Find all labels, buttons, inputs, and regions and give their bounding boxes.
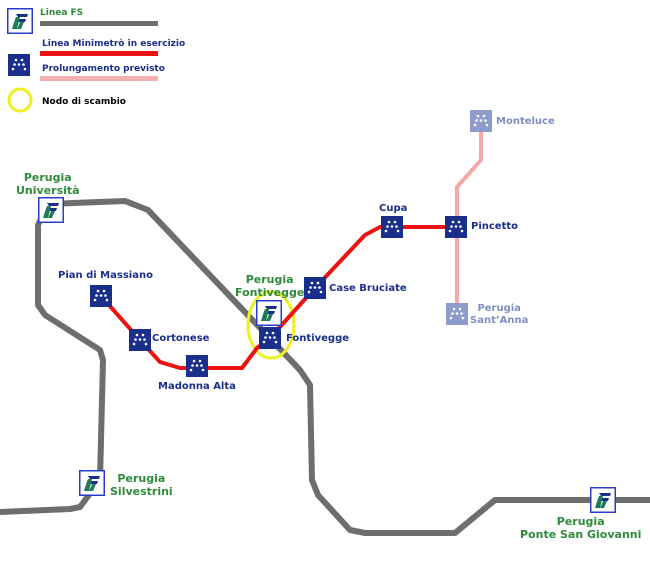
- fs-station-ponte-label: Perugia Ponte San Giovanni: [520, 515, 641, 541]
- mm-station-fontivegge-icon[interactable]: [259, 327, 281, 349]
- mm-station-cupa-icon[interactable]: [381, 216, 403, 238]
- label-line2: Silvestrini: [110, 485, 173, 498]
- label-line1: Perugia: [477, 303, 521, 314]
- legend-extension-line: [40, 76, 158, 81]
- minimetro-line: [99, 225, 457, 370]
- mm-station-fontivegge-label: Fontivegge: [286, 333, 350, 344]
- extension-line: [455, 121, 483, 315]
- label-line1: Perugia: [245, 273, 294, 286]
- legend-fs-line: [40, 21, 158, 26]
- planned-station-monteluce-label: Monteluce: [496, 116, 555, 127]
- legend-minimetro-label: Linea Minimetrò in esercizio: [42, 39, 186, 49]
- fs-station-silvestrini-label: Perugia Silvestrini: [110, 472, 173, 498]
- legend-fs-label: Linea FS: [40, 8, 84, 18]
- legend-extension-label: Prolungamento previsto: [42, 64, 165, 74]
- mm-station-cupa-label: Cupa: [379, 203, 408, 214]
- planned-station-santanna-icon[interactable]: [446, 303, 468, 325]
- mm-station-pincetto-icon[interactable]: [445, 216, 467, 238]
- label-line2: Fontivegge: [235, 286, 305, 299]
- label-line1: Perugia: [556, 515, 605, 528]
- legend-interchange-label: Nodo di scambio: [42, 97, 126, 107]
- planned-station-santanna-label: Perugia Sant’Anna: [470, 303, 528, 327]
- mm-station-case-label: Case Bruciate: [329, 283, 407, 294]
- label-line2: Università: [16, 184, 80, 197]
- fs-station-silvestrini-icon[interactable]: [79, 470, 105, 496]
- mm-station-pian-label: Pian di Massiano: [58, 270, 153, 281]
- legend-interchange-icon: [7, 87, 33, 113]
- mm-station-cortonese-label: Cortonese: [152, 333, 210, 344]
- mm-station-madonna-icon[interactable]: [186, 355, 208, 377]
- fs-station-universita-icon[interactable]: [38, 197, 64, 223]
- fs-station-ponte-icon[interactable]: [590, 487, 616, 513]
- fs-railway-line: [0, 198, 650, 536]
- legend-minimetro-line: [40, 51, 158, 56]
- planned-station-monteluce-icon[interactable]: [470, 110, 492, 132]
- legend-fs-icon: [7, 8, 33, 34]
- fs-station-fontivegge-icon[interactable]: [256, 300, 282, 326]
- mm-station-pincetto-label: Pincetto: [471, 221, 519, 232]
- label-line2: Ponte San Giovanni: [520, 528, 642, 541]
- label-line1: Perugia: [23, 171, 72, 184]
- fs-station-universita-label: Perugia Università: [16, 171, 80, 197]
- fs-station-fontivegge-label: Perugia Fontivegge: [235, 273, 304, 299]
- legend-minimetro-icon: [8, 54, 30, 76]
- mm-station-case-icon[interactable]: [304, 277, 326, 299]
- mm-station-madonna-label: Madonna Alta: [158, 381, 236, 392]
- interchange-fontivegge: [246, 290, 296, 360]
- label-line2: Sant’Anna: [470, 315, 529, 326]
- mm-station-pian-icon[interactable]: [90, 285, 112, 307]
- label-line1: Perugia: [117, 472, 166, 485]
- mm-station-cortonese-icon[interactable]: [129, 329, 151, 351]
